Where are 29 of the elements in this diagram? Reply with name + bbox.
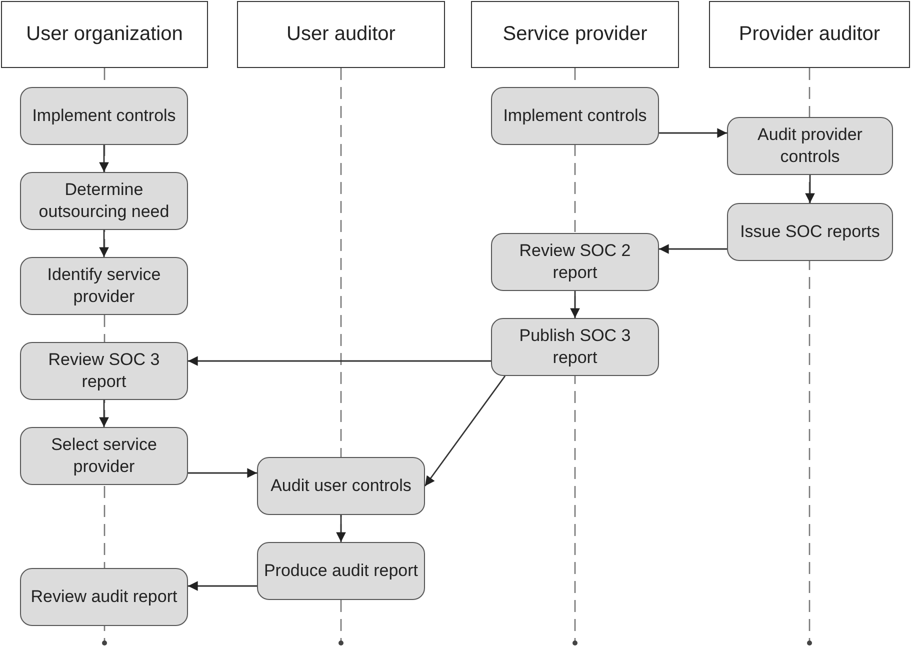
process-box: Audit user controls [257, 457, 425, 515]
arrow [99, 400, 109, 427]
lane-header: Service provider [471, 1, 679, 68]
arrow [570, 291, 580, 318]
process-box: Implement controls [20, 87, 188, 145]
process-box: Identify service provider [20, 257, 188, 315]
process-box: Determine outsourcing need [20, 172, 188, 230]
process-box: Audit provider controls [727, 117, 893, 175]
process-box: Implement controls [491, 87, 659, 145]
process-box: Review audit report [20, 568, 188, 626]
arrow [424, 376, 506, 486]
arrow [659, 128, 727, 138]
process-box: Review SOC 3 report [20, 342, 188, 400]
arrow [659, 244, 727, 254]
arrow [99, 230, 109, 257]
arrow [188, 581, 257, 591]
process-box: Review SOC 2 report [491, 233, 659, 291]
process-box: Issue SOC reports [727, 203, 893, 261]
process-box: Select service provider [20, 427, 188, 485]
arrow [805, 175, 815, 203]
arrow [188, 356, 491, 366]
lane-header: User auditor [237, 1, 445, 68]
arrow [188, 468, 257, 478]
arrow [99, 145, 109, 172]
arrow [336, 515, 346, 542]
lane-header: Provider auditor [709, 1, 910, 68]
process-box: Produce audit report [257, 542, 425, 600]
lane-header: User organization [1, 1, 208, 68]
process-box: Publish SOC 3 report [491, 318, 659, 376]
